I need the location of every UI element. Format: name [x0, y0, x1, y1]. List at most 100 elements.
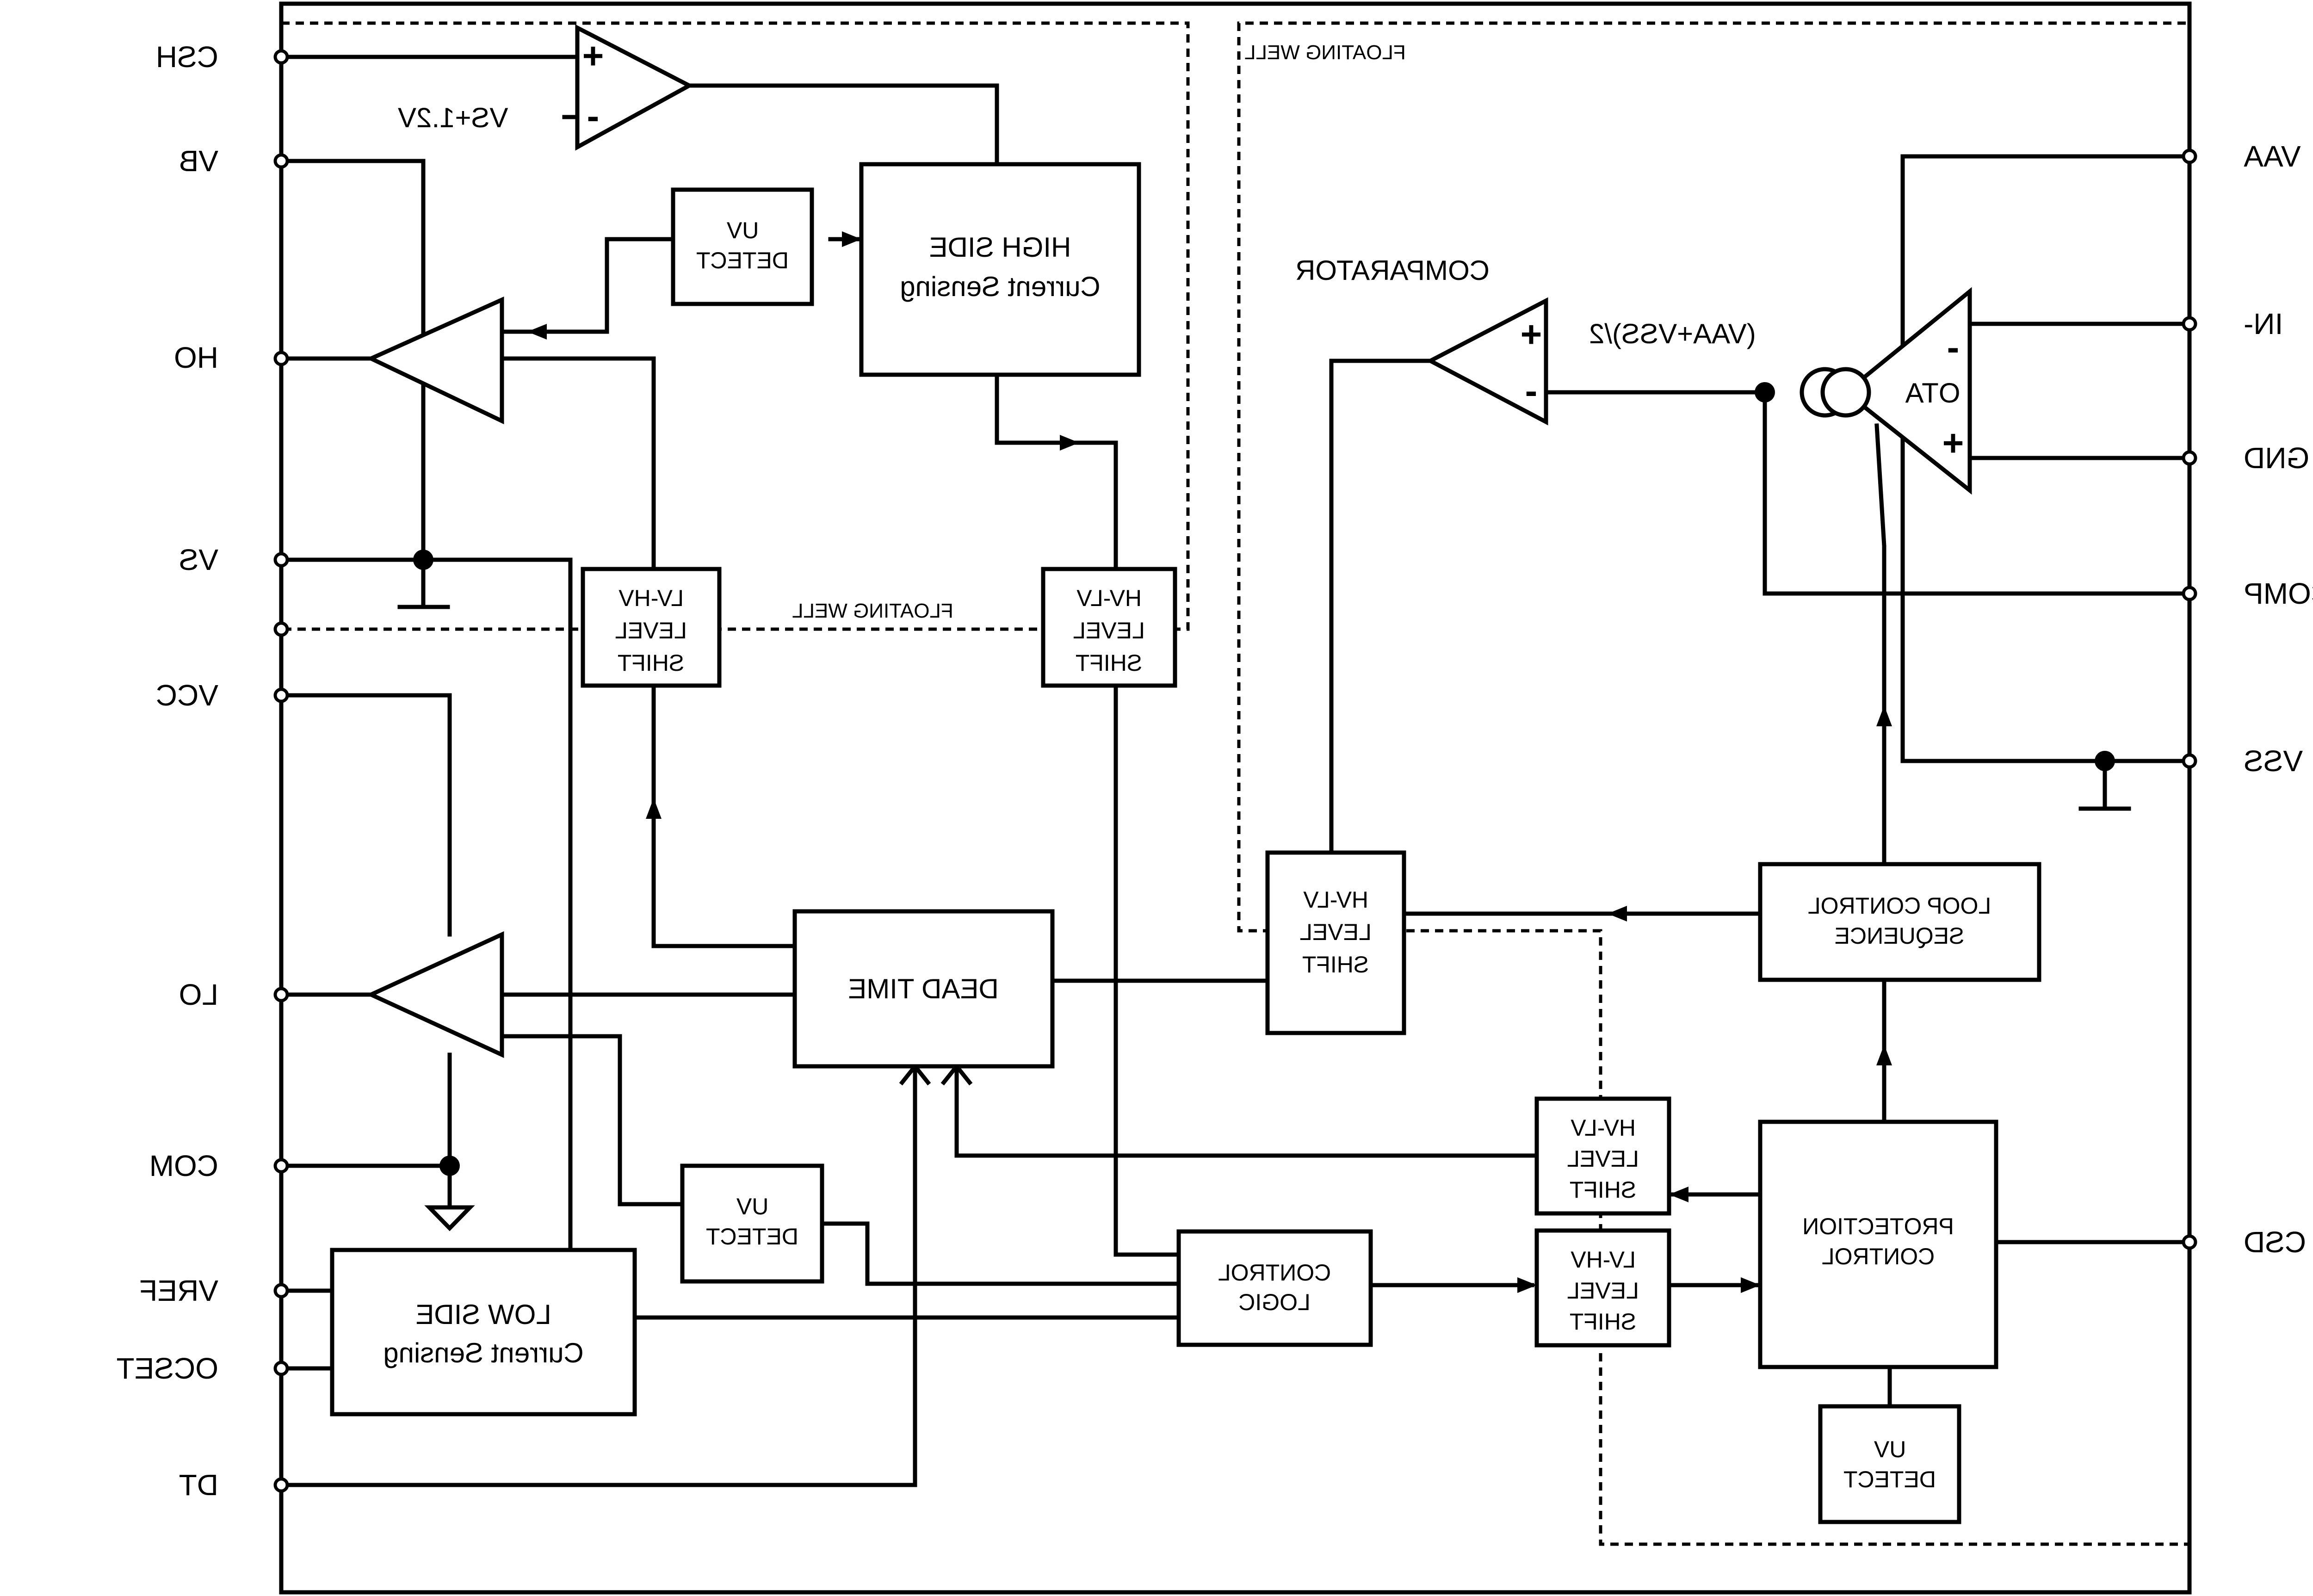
ota-amplifier — [1842, 287, 1972, 495]
lv-hv-label: LV-HV — [618, 585, 684, 611]
right-floating-well — [1237, 21, 2189, 1546]
arrow-icon — [1876, 705, 1892, 726]
dead-time-block — [792, 909, 1055, 1069]
hv-lv-label: HV-LV — [1076, 585, 1142, 611]
floating-well-regions — [281, 21, 2189, 1546]
arrow-icon — [1517, 1277, 1537, 1293]
pin-label-in-minus: IN- — [2244, 307, 2283, 340]
plus-sign: + — [582, 35, 604, 76]
high-side-title: HIGH SIDE — [929, 232, 1071, 263]
lv-hv-label: SHIFT — [618, 650, 684, 676]
chip-outline — [279, 1, 2192, 1595]
arrow-icon — [1741, 1277, 1760, 1293]
hv-lv-label: HV-LV — [1303, 887, 1368, 913]
control-logic-label: LOGIC — [1238, 1289, 1311, 1315]
left-pin-labels: CSH VB HO VS VCC LO COM VREF OCSET DT — [117, 40, 218, 1502]
pin-label-csh: CSH — [156, 40, 218, 74]
hv-lv-label: SHIFT — [1076, 650, 1142, 676]
arrow-icon — [527, 324, 547, 340]
ho-driver — [366, 297, 504, 425]
uv-detect-right-block — [1818, 1404, 1961, 1524]
chip-border — [279, 1, 2192, 1595]
hv-lv-label: SHIFT — [1570, 1177, 1636, 1203]
low-side-subtitle: Current Sensing — [383, 1337, 584, 1368]
pin-label-comp: COMP — [2244, 577, 2313, 610]
arrow-icon — [1669, 1187, 1688, 1202]
pin-label-vs: VS — [179, 543, 218, 576]
block-labels: HIGH SIDE Current Sensing UV DETECT LV-H… — [383, 217, 1991, 1492]
lv-hv-shift-bottom-block — [1534, 1228, 1671, 1348]
minus-sign: - — [1525, 370, 1538, 411]
loop-control-label: SEQUENCE — [1835, 923, 1965, 949]
uv-detect-label: DETECT — [1843, 1466, 1936, 1492]
pin-label-com: COM — [149, 1149, 218, 1182]
csh-reference-label: VS+1.2V — [398, 102, 508, 133]
hv-lv-shift-high-block — [1041, 567, 1177, 688]
uv-detect-label: DETECT — [696, 247, 789, 273]
current-source-icon — [1820, 367, 1871, 418]
misc-labels: FLOATING WELL FLOATING WELL COMPARATOR O… — [398, 41, 1960, 622]
csh-comparator — [575, 24, 694, 151]
pin-label-gnd: GND — [2244, 441, 2309, 475]
high-side-sensing-block — [859, 162, 1141, 377]
pin-label-dt: DT — [179, 1468, 218, 1502]
hv-lv-label: LEVEL — [1567, 1146, 1639, 1172]
pin-markers — [273, 49, 2197, 1493]
high-side-floating-well — [281, 21, 1190, 631]
comparator — [1426, 297, 1548, 426]
high-side-subtitle: Current Sensing — [900, 271, 1101, 302]
lv-hv-shift-high-block — [581, 567, 722, 688]
ota-label: OTA — [1905, 377, 1960, 408]
pin-label-vb: VB — [179, 144, 218, 178]
right-pin-labels: VAA IN- GND COMP VSS CSD — [2244, 140, 2313, 1259]
low-side-title: LOW SIDE — [415, 1299, 551, 1330]
comparator-reference-label: (VAA+VSS)/2 — [1589, 318, 1756, 349]
arrow-icon — [1608, 906, 1627, 922]
lv-hv-label: LEVEL — [1567, 1278, 1639, 1304]
pin-label-vss: VSS — [2244, 744, 2303, 778]
pin-label-ocset: OCSET — [117, 1352, 218, 1385]
protection-control-block — [1758, 1120, 1998, 1369]
blocks — [330, 162, 2041, 1524]
control-logic-block — [1176, 1229, 1373, 1347]
control-logic-label: CONTROL — [1218, 1260, 1331, 1286]
loop-control-label: LOOP CONTROL — [1808, 893, 1991, 919]
pin-label-vref: VREF — [139, 1274, 218, 1307]
lv-hv-label: SHIFT — [1570, 1309, 1636, 1335]
low-side-sensing-block — [330, 1248, 637, 1417]
hv-lv-label: SHIFT — [1302, 952, 1369, 977]
uv-detect-low-block — [680, 1163, 824, 1284]
lo-driver — [366, 931, 504, 1058]
lv-hv-label: LEVEL — [615, 618, 687, 643]
plus-sign: + — [1942, 422, 1964, 464]
pin-label-csd: CSD — [2244, 1225, 2306, 1259]
amplifiers — [366, 24, 1972, 1058]
hv-lv-label: LEVEL — [1073, 618, 1145, 643]
hv-lv-label: LEVEL — [1299, 919, 1372, 945]
uv-detect-label: UV — [726, 217, 759, 243]
hv-lv-shift-right-block — [1265, 850, 1406, 1035]
protection-control-label: PROTECTION — [1802, 1213, 1954, 1239]
pin-label-ho: HO — [174, 341, 218, 374]
minus-sign: - — [1947, 327, 1960, 368]
uv-detect-label: UV — [1874, 1436, 1906, 1462]
comparator-label: COMPARATOR — [1295, 255, 1490, 286]
dead-time-label: DEAD TIME — [848, 973, 999, 1004]
minus-sign: - — [587, 95, 600, 136]
hv-lv-shift-bottom-block — [1534, 1096, 1671, 1216]
uv-detect-high-block — [671, 187, 814, 306]
floating-well-label: FLOATING WELL — [1244, 41, 1406, 64]
uv-detect-label: DETECT — [706, 1224, 798, 1250]
arrow-icon — [1876, 1045, 1892, 1065]
pin-label-vcc: VCC — [156, 679, 218, 712]
pin-label-vaa: VAA — [2244, 140, 2301, 173]
floating-well-label: FLOATING WELL — [792, 600, 953, 622]
pin-label-lo: LO — [179, 978, 218, 1011]
arrow-icon — [1060, 435, 1079, 451]
plus-sign: + — [1521, 314, 1542, 355]
lv-hv-label: LV-HV — [1571, 1247, 1636, 1273]
junctions — [413, 382, 2115, 1176]
arrow-icon — [646, 798, 662, 819]
hv-lv-label: HV-LV — [1571, 1115, 1636, 1141]
